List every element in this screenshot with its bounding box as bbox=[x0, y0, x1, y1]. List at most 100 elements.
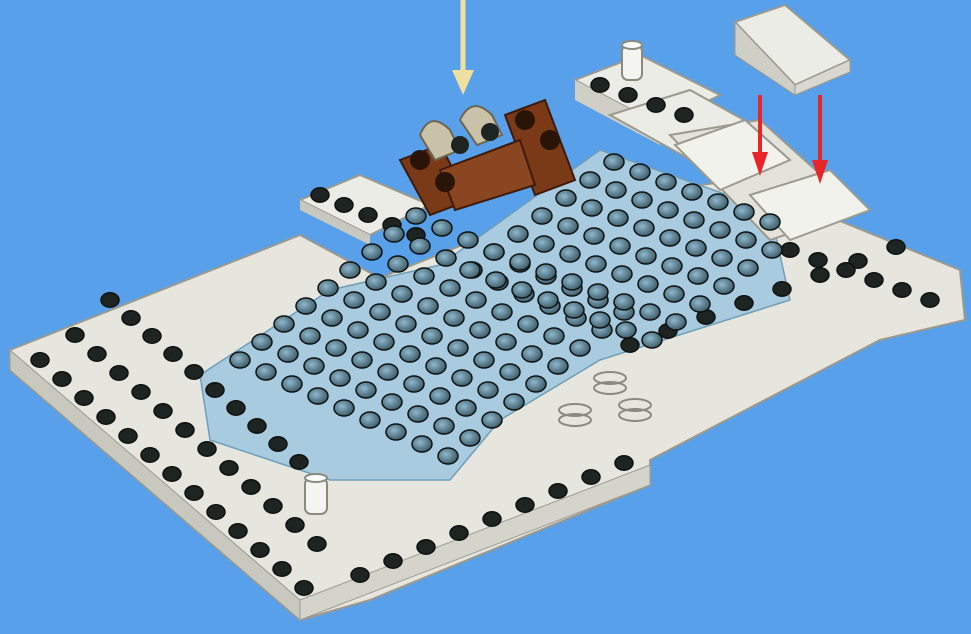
white-stud bbox=[735, 296, 753, 310]
white-stud bbox=[295, 581, 313, 595]
water-stud bbox=[430, 388, 450, 404]
water-stud bbox=[636, 248, 656, 264]
water-stud bbox=[690, 296, 710, 312]
water-stud bbox=[404, 376, 424, 392]
water-stud bbox=[422, 328, 442, 344]
white-stud bbox=[811, 268, 829, 282]
water-stud bbox=[256, 364, 276, 380]
white-stud bbox=[675, 108, 693, 122]
water-stud bbox=[708, 194, 728, 210]
water-stud bbox=[432, 220, 452, 236]
white-stud bbox=[122, 311, 140, 325]
white-stud bbox=[417, 540, 435, 554]
water-stud bbox=[664, 286, 684, 302]
water-stud bbox=[512, 282, 532, 298]
white-stud bbox=[450, 526, 468, 540]
water-stud bbox=[632, 192, 652, 208]
water-stud bbox=[484, 244, 504, 260]
water-stud bbox=[392, 286, 412, 302]
water-stud bbox=[460, 262, 480, 278]
white-stud bbox=[290, 455, 308, 469]
water-stud bbox=[630, 164, 650, 180]
water-stud bbox=[500, 364, 520, 380]
white-stud bbox=[516, 498, 534, 512]
water-stud bbox=[642, 332, 662, 348]
water-stud bbox=[682, 184, 702, 200]
water-stud bbox=[556, 190, 576, 206]
white-stud bbox=[893, 283, 911, 297]
water-stud bbox=[400, 346, 420, 362]
white-stud bbox=[582, 470, 600, 484]
water-stud bbox=[570, 340, 590, 356]
water-stud bbox=[634, 220, 654, 236]
water-stud bbox=[510, 254, 530, 270]
water-stud bbox=[538, 292, 558, 308]
water-stud bbox=[282, 376, 302, 392]
white-stud bbox=[273, 562, 291, 576]
white-stud bbox=[75, 391, 93, 405]
white-stud bbox=[311, 188, 329, 202]
water-stud bbox=[656, 174, 676, 190]
white-stud bbox=[66, 328, 84, 342]
water-stud bbox=[558, 218, 578, 234]
white-stud bbox=[308, 537, 326, 551]
white-stud bbox=[921, 293, 939, 307]
water-stud bbox=[604, 154, 624, 170]
tan-arrow bbox=[452, 0, 474, 95]
water-stud bbox=[482, 412, 502, 428]
water-stud bbox=[526, 376, 546, 392]
white-stud bbox=[335, 198, 353, 212]
water-stud bbox=[300, 328, 320, 344]
white-stud bbox=[549, 484, 567, 498]
water-stud bbox=[486, 272, 506, 288]
water-stud bbox=[252, 334, 272, 350]
water-stud bbox=[760, 214, 780, 230]
water-stud bbox=[492, 304, 512, 320]
water-stud bbox=[382, 394, 402, 410]
water-stud bbox=[436, 250, 456, 266]
water-stud bbox=[662, 258, 682, 274]
white-stud bbox=[248, 419, 266, 433]
water-stud bbox=[334, 400, 354, 416]
white-stud bbox=[119, 429, 137, 443]
water-stud bbox=[322, 310, 342, 326]
white-stud bbox=[101, 293, 119, 307]
white-stud bbox=[887, 240, 905, 254]
water-stud bbox=[712, 250, 732, 266]
white-stud bbox=[286, 518, 304, 532]
white-stud bbox=[781, 243, 799, 257]
water-stud bbox=[318, 280, 338, 296]
white-stud bbox=[185, 486, 203, 500]
water-stud bbox=[362, 244, 382, 260]
water-stud bbox=[714, 278, 734, 294]
water-stud bbox=[504, 394, 524, 410]
water-stud bbox=[614, 294, 634, 310]
white-stud bbox=[809, 253, 827, 267]
white-stud bbox=[647, 98, 665, 112]
water-stud bbox=[736, 232, 756, 248]
water-stud bbox=[608, 210, 628, 226]
water-stud bbox=[580, 172, 600, 188]
water-stud bbox=[590, 312, 610, 328]
white-stud bbox=[198, 442, 216, 456]
water-stud bbox=[582, 200, 602, 216]
white-stud bbox=[351, 568, 369, 582]
water-stud bbox=[660, 230, 680, 246]
water-stud bbox=[356, 382, 376, 398]
water-stud bbox=[584, 228, 604, 244]
white-stud bbox=[31, 353, 49, 367]
water-stud bbox=[688, 268, 708, 284]
water-stud bbox=[666, 314, 686, 330]
water-stud bbox=[564, 302, 584, 318]
water-stud bbox=[440, 280, 460, 296]
water-stud bbox=[230, 352, 250, 368]
water-stud bbox=[466, 292, 486, 308]
water-stud bbox=[412, 436, 432, 452]
white-stud bbox=[227, 401, 245, 415]
water-stud bbox=[734, 204, 754, 220]
water-stud bbox=[278, 346, 298, 362]
white-stud bbox=[621, 338, 639, 352]
water-stud bbox=[414, 268, 434, 284]
water-stud bbox=[386, 424, 406, 440]
water-stud bbox=[396, 316, 416, 332]
